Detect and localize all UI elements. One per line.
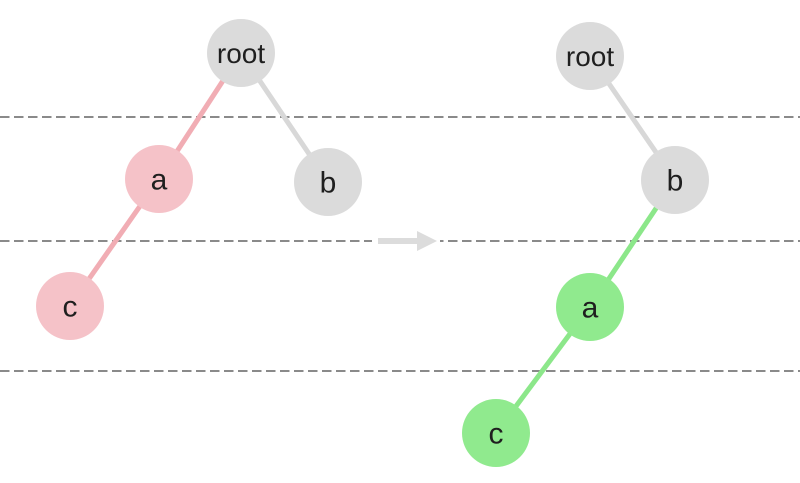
arrow-head-icon [417,231,437,251]
transform-arrow [372,228,440,254]
node-label-after-root: root [566,41,614,72]
node-label-after-a: a [582,292,599,325]
node-label-after-c: c [489,418,504,451]
node-label-before-root: root [217,38,265,69]
node-label-before-a: a [151,164,168,197]
node-after-c [462,399,530,467]
after-tree: root b a c [462,22,709,467]
node-after-root [556,22,624,90]
node-label-before-c: c [63,291,78,324]
node-after-b [641,146,709,214]
node-before-b [294,148,362,216]
node-label-after-b: b [667,165,684,198]
node-before-a [125,145,193,213]
node-label-before-b: b [320,167,337,200]
node-before-c [36,272,104,340]
before-tree: root a b c [36,19,362,340]
node-after-a [556,273,624,341]
node-before-root [207,19,275,87]
